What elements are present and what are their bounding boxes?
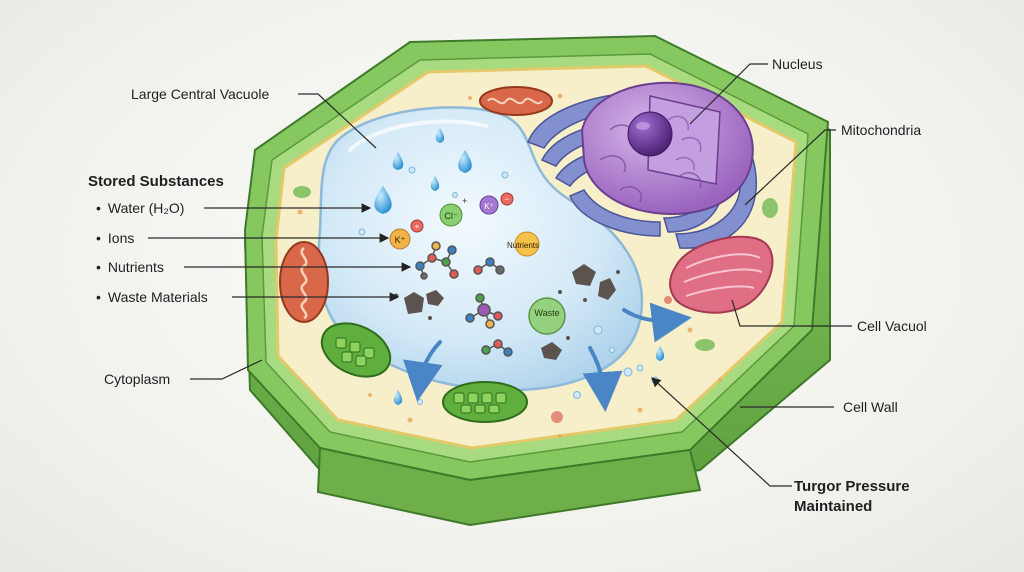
stored-item-ions: Ions [96,230,134,247]
cell-vacuol-organelle [669,235,774,314]
svg-text:Cl⁻: Cl⁻ [444,211,457,221]
chloroplast-left [320,322,392,378]
label-cell-vacuol: Cell Vacuol [857,318,927,334]
waste-particles [393,264,620,360]
label-cytoplasm: Cytoplasm [104,371,171,387]
nutrient-molecules [415,241,513,357]
stored-item-water: Water (H₂O) [96,200,184,217]
waste-particle: Waste [528,297,566,335]
label-nucleus: Nucleus [772,56,823,72]
k-ion: K⁺ + [389,219,424,250]
svg-text:−: − [504,194,509,204]
svg-text:K⁺: K⁺ [484,202,494,211]
mitochondrion-left [279,241,329,323]
stored-item-nutrients: Nutrients [96,259,164,276]
svg-text:+: + [462,196,467,206]
label-cell-wall: Cell Wall [843,399,898,415]
leader-lines [148,63,852,487]
cytoplasm-granules [293,186,778,423]
stored-item-waste: Waste Materials [96,289,208,306]
k-ion-2: K⁺ − [479,192,514,215]
water-droplets [374,128,665,405]
svg-text:+: + [415,222,420,231]
stored-substances-heading: Stored Substances [88,173,224,190]
label-mitochondria: Mitochondria [841,122,922,138]
svg-text:Nutrients: Nutrients [507,241,539,250]
label-turgor-maintained: Maintained [794,498,873,515]
svg-text:Waste: Waste [534,308,559,318]
svg-text:K⁺: K⁺ [395,235,406,245]
nutrients-particle: Nutrients [507,231,540,257]
mitochondrion-top [479,86,553,116]
outflow-arrows [403,302,692,412]
label-large-central-vacuole: Large Central Vacuole [131,86,270,102]
chloroplast-bottom [442,381,528,423]
label-turgor-pressure: Turgor Pressure [794,478,910,495]
nucleus [580,81,754,216]
cl-ion: Cl⁻ + [439,196,467,227]
